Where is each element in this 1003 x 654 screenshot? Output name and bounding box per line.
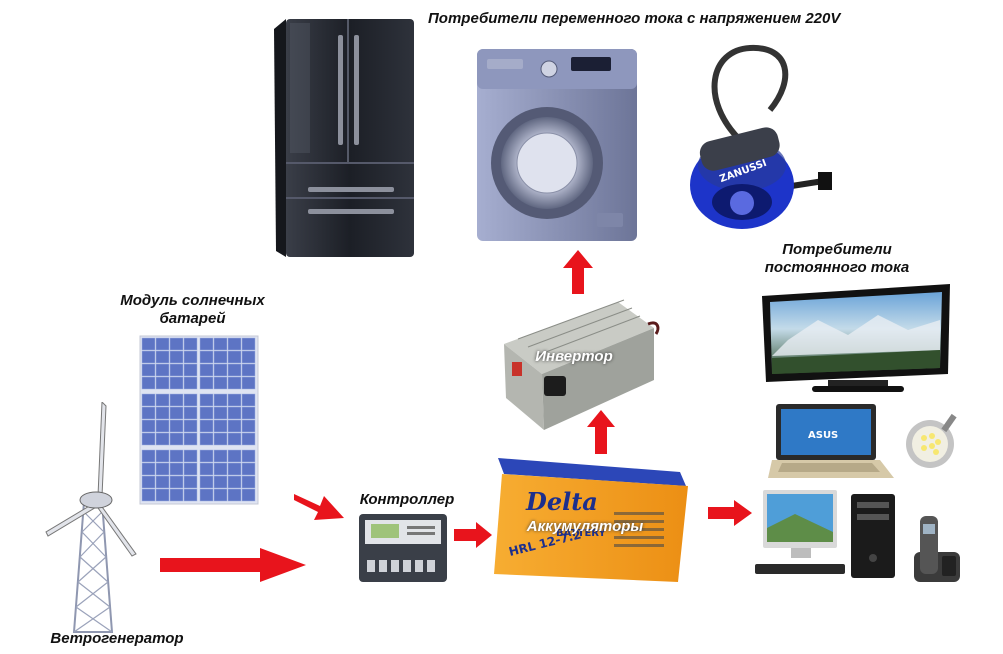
laptop-icon: ASUS [768, 402, 896, 482]
wind-turbine-icon [40, 402, 140, 634]
battery-sub-text: BATTERY [556, 528, 606, 539]
arrow-inverter-to-ac-consumers [563, 250, 593, 294]
arrow-battery-to-inverter [587, 410, 615, 454]
laptop-brand-text: ASUS [808, 430, 838, 441]
wind-generator-label: Ветрогенератор [50, 630, 184, 647]
charge-controller-icon [355, 510, 451, 586]
desktop-pc-icon [755, 488, 915, 588]
arrow-battery-to-dc-consumers [708, 500, 752, 526]
vacuum-cleaner-icon: ZANUSSI [680, 40, 835, 235]
inverter-icon [498, 294, 660, 438]
solar-panel-icon [138, 334, 260, 506]
washing-machine-icon [471, 45, 643, 245]
solar-module-label-line1: Модуль солнечных [120, 292, 265, 309]
controller-label: Контроллер [359, 491, 455, 508]
dc-consumers-label: Потребители постоянного тока [752, 241, 922, 277]
dc-consumers-label-line1: Потребители [782, 241, 892, 258]
battery-icon: Delta BATTERY HRL 12-7.2 [484, 450, 696, 590]
ac-consumers-label: Потребители переменного тока с напряжени… [428, 10, 841, 27]
arrow-solar-to-controller [294, 484, 346, 524]
led-bulb-icon [902, 410, 962, 472]
arrow-controller-to-battery [454, 522, 492, 548]
solar-module-label: Модуль солнечных батарей [100, 292, 285, 328]
phone-icon [912, 512, 964, 584]
fridge-icon [268, 15, 424, 263]
arrow-wind-to-controller [160, 548, 306, 582]
battery-brand-text: Delta [525, 487, 598, 516]
inverter-label: Инвертор [535, 348, 613, 365]
dc-consumers-label-line2: постоянного тока [764, 259, 910, 276]
battery-label: Аккумуляторы [526, 518, 644, 535]
tv-icon [758, 280, 954, 396]
solar-module-label-line2: батарей [159, 310, 226, 327]
